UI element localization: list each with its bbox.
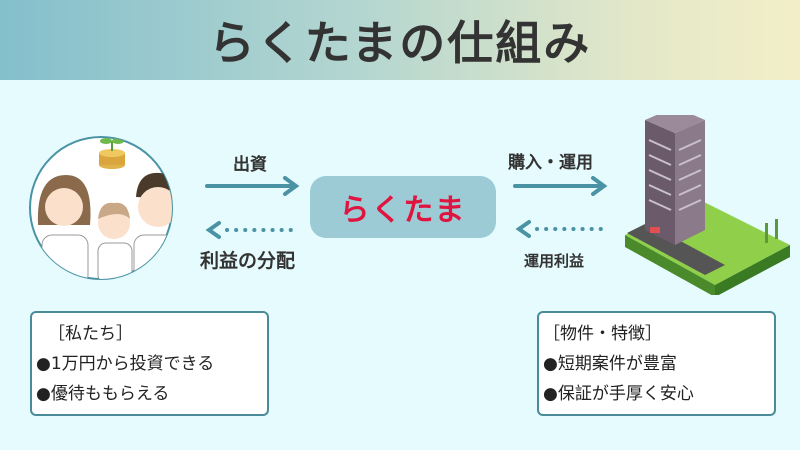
left-note-item: ●優待ももらえる bbox=[36, 384, 170, 404]
invest-arrow bbox=[205, 176, 300, 196]
purchase-label: 購入・運用 bbox=[508, 153, 593, 173]
header-banner: らくたまの仕組み bbox=[0, 0, 800, 80]
purchase-arrow bbox=[513, 176, 608, 196]
right-note-item: ●保証が手厚く安心 bbox=[543, 384, 694, 404]
operating-profit-arrow bbox=[515, 220, 611, 238]
family-illustration bbox=[29, 136, 173, 280]
rakutama-label: らくたま bbox=[339, 193, 467, 228]
right-note-box: ［物件・特徴］ ●短期案件が豊富 ●保証が手厚く安心 bbox=[537, 311, 776, 416]
building-illustration bbox=[625, 115, 790, 295]
right-note-heading: ［物件・特徴］ bbox=[543, 324, 662, 344]
right-note-item: ●短期案件が豊富 bbox=[543, 354, 677, 374]
left-note-box: ［私たち］ ●1万円から投資できる ●優待ももらえる bbox=[30, 311, 269, 416]
left-note-item: ●1万円から投資できる bbox=[36, 354, 215, 374]
rakutama-box: らくたま bbox=[310, 176, 496, 238]
operating-profit-label: 運用利益 bbox=[524, 252, 585, 270]
invest-label: 出資 bbox=[233, 155, 267, 175]
left-note-heading: ［私たち］ bbox=[48, 324, 133, 344]
page-title: らくたまの仕組み bbox=[208, 16, 592, 70]
profit-share-arrow bbox=[205, 221, 301, 239]
profit-share-label: 利益の分配 bbox=[200, 250, 296, 272]
